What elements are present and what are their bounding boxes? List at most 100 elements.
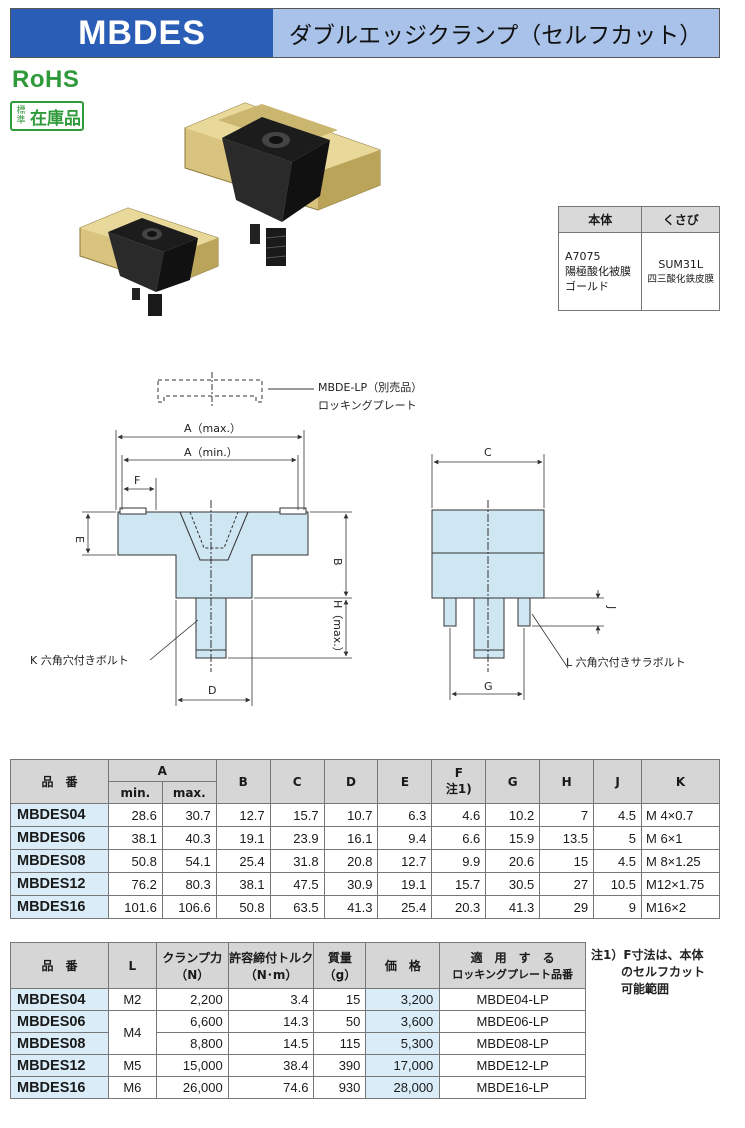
th-b: B bbox=[215, 759, 271, 804]
th-j: J bbox=[593, 759, 643, 804]
stock-big-label: 在庫品 bbox=[30, 108, 81, 129]
th2-force-unit: （N） bbox=[175, 967, 210, 982]
value-cell: 13.5 bbox=[539, 826, 595, 850]
dim-f: F bbox=[134, 474, 140, 487]
value-cell: 29 bbox=[539, 895, 595, 919]
th2-mass: 質量（g） bbox=[313, 942, 367, 989]
part-number-cell: MBDES08 bbox=[10, 1032, 109, 1055]
price-cell: 17,000 bbox=[365, 1054, 441, 1077]
value-cell: 5 bbox=[593, 826, 643, 850]
rohs-badge: RoHS bbox=[12, 66, 80, 93]
footnote-line2: のセルフカット bbox=[621, 965, 706, 979]
value-cell: 50.8 bbox=[215, 895, 271, 919]
th2-torque-unit: （N･m） bbox=[244, 967, 298, 982]
value-cell: 15.7 bbox=[431, 872, 487, 896]
th2-mass-unit: （g） bbox=[323, 967, 357, 982]
footnote-line3: 可能範囲 bbox=[621, 982, 670, 996]
price-cell: 5,300 bbox=[365, 1032, 441, 1055]
value-cell: 40.3 bbox=[161, 826, 217, 850]
force-cell: 6,600 bbox=[155, 1010, 229, 1033]
part-number-cell: MBDES04 bbox=[10, 988, 109, 1011]
th-d: D bbox=[323, 759, 379, 804]
value-cell: 38.1 bbox=[107, 826, 163, 850]
dim-j: J bbox=[605, 605, 618, 609]
part-number-cell: MBDES06 bbox=[10, 1010, 109, 1033]
value-cell: 41.3 bbox=[323, 895, 379, 919]
th2-plate-label-2: ロッキングプレート品番 bbox=[452, 968, 573, 981]
plate-cell: MBDE04-LP bbox=[439, 988, 586, 1011]
side-view bbox=[431, 500, 545, 672]
value-cell: 4.5 bbox=[593, 849, 643, 873]
torque-cell: 3.4 bbox=[227, 988, 315, 1011]
value-cell: 101.6 bbox=[107, 895, 163, 919]
bolt-l-label: L 六角穴付きサラボルト bbox=[566, 655, 686, 669]
price-cell: 3,600 bbox=[365, 1010, 441, 1033]
mass-cell: 115 bbox=[313, 1032, 367, 1055]
th-a: A bbox=[107, 759, 217, 782]
value-cell: M16×2 bbox=[641, 895, 720, 919]
value-cell: 38.1 bbox=[215, 872, 271, 896]
value-cell: 15.9 bbox=[485, 826, 541, 850]
dim-g: G bbox=[484, 680, 493, 693]
value-cell: 12.7 bbox=[215, 803, 271, 827]
force-cell: 8,800 bbox=[155, 1032, 229, 1055]
plate-label: MBDE-LP（別売品） bbox=[318, 381, 422, 394]
plate-label-2: ロッキングプレート bbox=[318, 398, 417, 412]
value-cell: 9.4 bbox=[377, 826, 433, 850]
th-f-label: F bbox=[454, 766, 463, 780]
th2-plate-label: 適 用 す る bbox=[470, 951, 555, 965]
part-number-cell: MBDES16 bbox=[10, 1076, 109, 1099]
dim-a-min: A（min.） bbox=[184, 446, 238, 459]
mass-cell: 390 bbox=[313, 1054, 367, 1077]
front-view bbox=[117, 500, 309, 672]
front-dimensions bbox=[82, 430, 352, 706]
value-cell: 50.8 bbox=[107, 849, 163, 873]
value-cell: 10.5 bbox=[593, 872, 643, 896]
value-cell: 41.3 bbox=[485, 895, 541, 919]
value-cell: 106.6 bbox=[161, 895, 217, 919]
th-e: E bbox=[377, 759, 433, 804]
torque-cell: 14.5 bbox=[227, 1032, 315, 1055]
material-body-cell: A7075 陽極酸化被膜 ゴールド bbox=[557, 232, 643, 311]
small-clamp-image bbox=[79, 207, 219, 316]
mass-cell: 15 bbox=[313, 988, 367, 1011]
value-cell: 30.5 bbox=[485, 872, 541, 896]
stock-small-label: 標準 bbox=[16, 106, 26, 126]
th2-part: 品 番 bbox=[10, 942, 109, 989]
dim-e: E bbox=[73, 536, 86, 543]
torque-cell: 14.3 bbox=[227, 1010, 315, 1033]
material-body-header: 本体 bbox=[557, 206, 643, 233]
material-wedge-line2: 四三酸化鉄皮膜 bbox=[647, 273, 714, 285]
value-cell: 7 bbox=[539, 803, 595, 827]
part-number-cell: MBDES12 bbox=[10, 1054, 109, 1077]
value-cell: 23.9 bbox=[269, 826, 325, 850]
value-cell: 47.5 bbox=[269, 872, 325, 896]
series-code: MBDES bbox=[11, 9, 273, 57]
dim-c: C bbox=[484, 446, 492, 459]
value-cell: 9.9 bbox=[431, 849, 487, 873]
value-cell: 15 bbox=[539, 849, 595, 873]
material-table: 本体 くさび A7075 陽極酸化被膜 ゴールド SUM31L 四三酸化鉄皮膜 bbox=[557, 206, 720, 311]
series-title: ダブルエッジクランプ（セルフカット） bbox=[273, 9, 719, 57]
plate-cell: MBDE06-LP bbox=[439, 1010, 586, 1033]
material-wedge-cell: SUM31L 四三酸化鉄皮膜 bbox=[641, 232, 720, 311]
force-cell: 26,000 bbox=[155, 1076, 229, 1099]
l-cell: M4 bbox=[107, 1010, 157, 1055]
th2-force: クランプ力（N） bbox=[155, 942, 229, 989]
th2-l: L bbox=[107, 942, 157, 989]
th-a-max: max. bbox=[161, 781, 217, 804]
value-cell: 15.7 bbox=[269, 803, 325, 827]
value-cell: 76.2 bbox=[107, 872, 163, 896]
mass-cell: 930 bbox=[313, 1076, 367, 1099]
th2-torque-label: 許容締付トルク bbox=[229, 950, 314, 965]
